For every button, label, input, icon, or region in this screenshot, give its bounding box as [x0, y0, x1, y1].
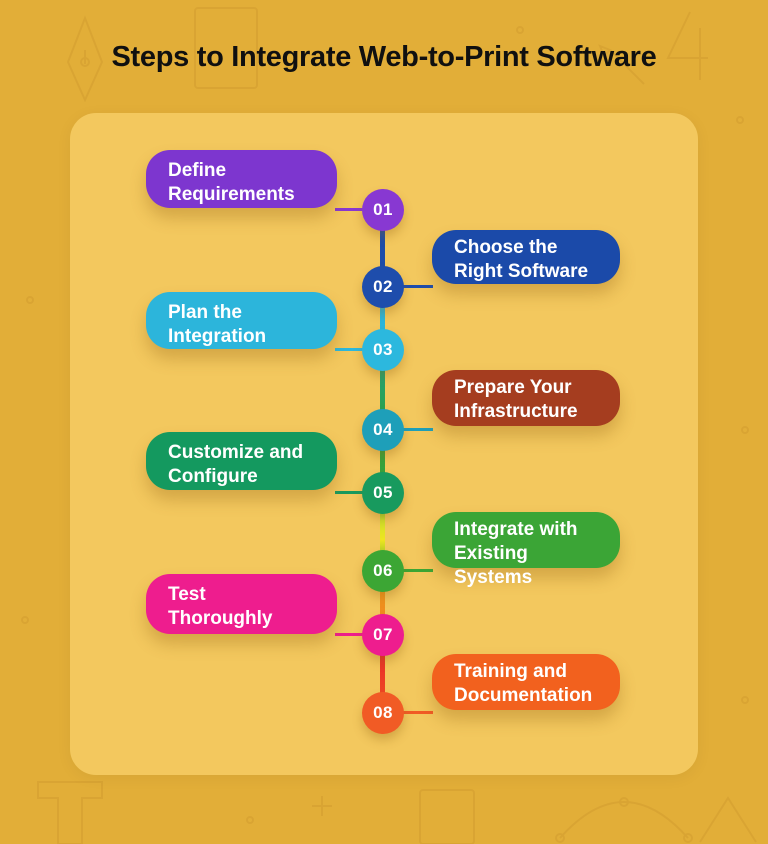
step-box-training-documentation: Training and Documentation [432, 654, 620, 710]
connector-line-4 [401, 428, 433, 431]
step-circle-07: 07 [362, 614, 404, 656]
timeline-segment-4 [380, 430, 385, 493]
step-number: 02 [373, 277, 393, 296]
step-number: 04 [373, 420, 393, 439]
step-box-plan-integration: Plan the Integration [146, 292, 337, 349]
step-label: Plan the Integration [168, 302, 267, 347]
step-box-customize-configure: Customize and Configure [146, 432, 337, 490]
step-number: 05 [373, 483, 393, 502]
timeline-segment-5 [380, 493, 385, 571]
step-box-integrate-existing-systems: Integrate with Existing Systems [432, 512, 620, 588]
step-label: Prepare Your Infrastructure [454, 377, 578, 422]
step-number: 08 [373, 703, 393, 722]
step-circle-02: 02 [362, 266, 404, 308]
step-circle-04: 04 [362, 409, 404, 451]
connector-line-5 [335, 491, 363, 494]
step-box-prepare-infrastructure: Prepare Your Infrastructure [432, 370, 620, 426]
step-circle-05: 05 [362, 472, 404, 514]
plus-doodle [312, 796, 332, 816]
timeline-segment-2 [380, 287, 385, 350]
step-number: 03 [373, 340, 393, 359]
step-box-test-thoroughly: Test Thoroughly [146, 574, 337, 634]
connector-line-3 [335, 348, 363, 351]
step-label: Integrate with Existing Systems [454, 519, 578, 588]
step-number: 06 [373, 561, 393, 580]
timeline-segment-6 [380, 571, 385, 635]
connector-line-6 [401, 569, 433, 572]
step-circle-06: 06 [362, 550, 404, 592]
timeline-segment-1 [380, 210, 385, 287]
connector-line-2 [401, 285, 433, 288]
timeline-segment-7 [380, 635, 385, 713]
connector-line-1 [335, 208, 363, 211]
bezier-doodle [559, 801, 689, 839]
step-box-choose-right-software: Choose the Right Software [432, 230, 620, 284]
page-title: Steps to Integrate Web-to-Print Software [111, 41, 657, 73]
step-label: Customize and Configure [168, 442, 304, 487]
step-label: Define Requirements [168, 160, 295, 205]
step-box-define-requirements: Define Requirements [146, 150, 337, 208]
timeline-segment-3 [380, 350, 385, 430]
letter-t-doodle [37, 781, 103, 844]
step-label: Choose the Right Software [454, 237, 589, 282]
step-circle-08: 08 [362, 692, 404, 734]
step-label: Training and Documentation [454, 661, 593, 706]
connector-line-8 [401, 711, 433, 714]
step-label: Test Thoroughly [168, 584, 273, 629]
step-number: 07 [373, 625, 393, 644]
frame-doodle-2 [419, 789, 475, 844]
step-circle-01: 01 [362, 189, 404, 231]
connector-line-7 [335, 633, 363, 636]
step-circle-03: 03 [362, 329, 404, 371]
step-number: 01 [373, 200, 393, 219]
triangle-doodle [699, 796, 757, 843]
